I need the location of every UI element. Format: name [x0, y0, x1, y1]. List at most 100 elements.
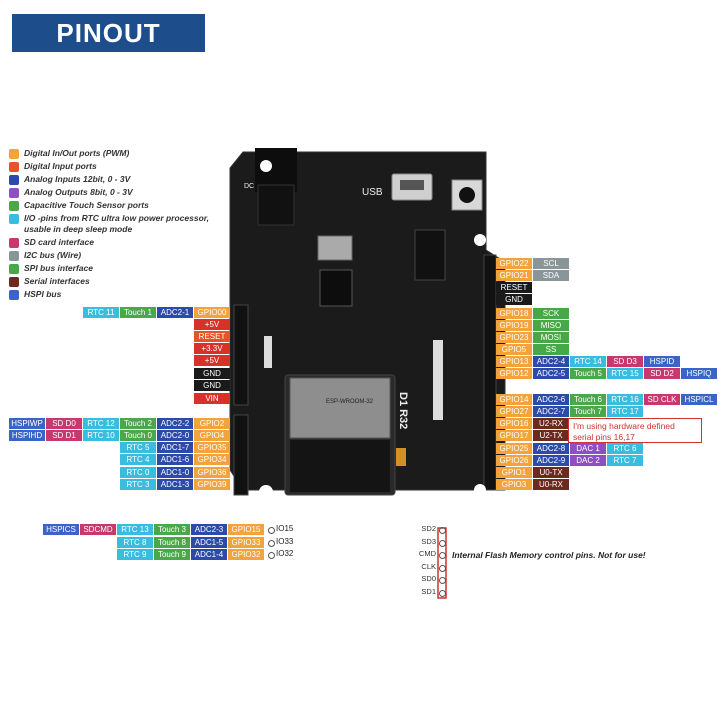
pin-ring-icon — [439, 552, 446, 559]
left-header-bottom — [233, 414, 249, 496]
pin-label: RTC 13 — [117, 524, 153, 535]
pin-label: SD D2 — [644, 368, 680, 379]
green-swatch-icon — [9, 264, 19, 274]
pin-label: SDCMD — [80, 524, 116, 535]
pin-label: GPIO15 — [228, 524, 264, 535]
pin-label: GPIO14 — [496, 394, 532, 405]
pin-label: SD D0 — [46, 418, 82, 429]
pin-label: GPIO39 — [194, 479, 230, 490]
pin-label: Touch 5 — [570, 368, 606, 379]
pin-label: SD D1 — [46, 430, 82, 441]
right-header — [483, 254, 497, 491]
pin-ring-icon — [439, 577, 446, 584]
pin-label: RTC 15 — [607, 368, 643, 379]
pin-label: SD CLK — [644, 394, 680, 405]
legend-label: SD card interface — [24, 237, 94, 247]
flash-note: Internal Flash Memory control pins. Not … — [452, 550, 646, 560]
pin-label: RTC 6 — [607, 443, 643, 454]
pin-label: GND — [194, 380, 230, 391]
pin-label: GPIO3 — [496, 479, 532, 490]
pin-label: SS — [533, 344, 569, 355]
pin-label: HSPIHD — [9, 430, 45, 441]
legend-item: SD card interface — [9, 237, 224, 248]
pin-label: GPIO23 — [496, 332, 532, 343]
pin-label: GPIO36 — [194, 467, 230, 478]
legend-item: Capacitive Touch Sensor ports — [9, 200, 224, 211]
pin-label: U0-RX — [533, 479, 569, 490]
pin-label: ADC1-5 — [191, 537, 227, 548]
legend-item: HSPI bus — [9, 289, 224, 300]
left-header-top — [233, 304, 249, 406]
board-name-label: D1 R32 — [397, 392, 409, 429]
pin-label: GPIO26 — [496, 455, 532, 466]
pin-label: RTC 17 — [607, 406, 643, 417]
pin-label: ADC2-7 — [533, 406, 569, 417]
pin-label: RTC 16 — [607, 394, 643, 405]
pin-label: RTC 8 — [117, 537, 153, 548]
pin-label: RTC 3 — [120, 479, 156, 490]
legend-label: I/O -pins from RTC ultra low power proce… — [24, 213, 209, 234]
pin-label: MOSI — [533, 332, 569, 343]
legend-item: Serial interfaces — [9, 276, 224, 287]
magenta-swatch-icon — [9, 238, 19, 248]
pin-ring-icon — [439, 564, 446, 572]
legend-label: Digital In/Out ports (PWM) — [24, 148, 130, 158]
flash-pin-label: SD2 — [421, 524, 436, 533]
legend-label: Capacitive Touch Sensor ports — [24, 200, 149, 210]
pin-label: RTC 12 — [83, 418, 119, 429]
pin-label: HSPID — [644, 356, 680, 367]
pin-name: IO32 — [276, 549, 294, 558]
pin-name: IO15 — [276, 524, 294, 533]
pin-label: RTC 10 — [83, 430, 119, 441]
pin-label: GPIO1 — [496, 467, 532, 478]
pin-label: RTC 9 — [117, 549, 153, 560]
page-title: PINOUT — [12, 14, 205, 52]
pin-label: GPIO12 — [496, 368, 532, 379]
pin-label: GPIO5 — [496, 344, 532, 355]
pin-label: RTC 5 — [120, 442, 156, 453]
legend-label: HSPI bus — [24, 289, 62, 299]
pin-label: Touch 6 — [570, 394, 606, 405]
pin-label: U2-RX — [533, 418, 569, 429]
pin-label: ADC2-6 — [533, 394, 569, 405]
pin-label: ADC2-2 — [157, 418, 193, 429]
legend-label: SPI bus interface — [24, 263, 93, 273]
pin-label: GPIO35 — [194, 442, 230, 453]
pin-label: +5V — [194, 319, 230, 330]
legend-label: Digital Input ports — [24, 161, 97, 171]
pin-label: RTC 11 — [83, 307, 119, 318]
pin-label: ADC1-6 — [157, 454, 193, 465]
pin-label: ADC2-4 — [533, 356, 569, 367]
pin-label: RTC 4 — [120, 454, 156, 465]
pin-label: GPIO25 — [496, 443, 532, 454]
module-label: ESP-WROOM-32 — [326, 399, 374, 405]
pin-label: GPIO22 — [496, 258, 532, 269]
pin-label: GPIO19 — [496, 320, 532, 331]
pin-label: ADC1-7 — [157, 442, 193, 453]
pin-label: U2-TX — [533, 430, 569, 441]
pin-name: IO33 — [276, 537, 294, 546]
pin-label: HSPIWP — [9, 418, 45, 429]
green-swatch-icon — [9, 201, 19, 211]
cyan-swatch-icon — [9, 214, 19, 224]
pin-label: ADC1-4 — [191, 549, 227, 560]
legend-item: Analog Inputs 12bit, 0 - 3V — [9, 174, 224, 185]
legend-item: I2C bus (Wire) — [9, 250, 224, 261]
dc-label: DC — [244, 183, 254, 190]
legend: Digital In/Out ports (PWM) Digital Input … — [9, 148, 224, 302]
legend-label: Analog Outputs 8bit, 0 - 3V — [24, 187, 133, 197]
pin-label: GPIO34 — [194, 454, 230, 465]
flash-pin-label: CMD — [418, 549, 436, 558]
pin-label: +3.3V — [194, 343, 230, 354]
pin-label: RTC 14 — [570, 356, 606, 367]
legend-label: I2C bus (Wire) — [24, 250, 82, 260]
pin-label: MISO — [533, 320, 569, 331]
pin-label: RESET — [496, 282, 532, 293]
pin-label: GPIO2 — [194, 418, 230, 429]
blue-swatch-icon — [9, 290, 19, 300]
pin-label: Touch 8 — [154, 537, 190, 548]
pin-label: ADC2-5 — [533, 368, 569, 379]
pin-label: GPIO33 — [228, 537, 264, 548]
purple-swatch-icon — [9, 188, 19, 198]
